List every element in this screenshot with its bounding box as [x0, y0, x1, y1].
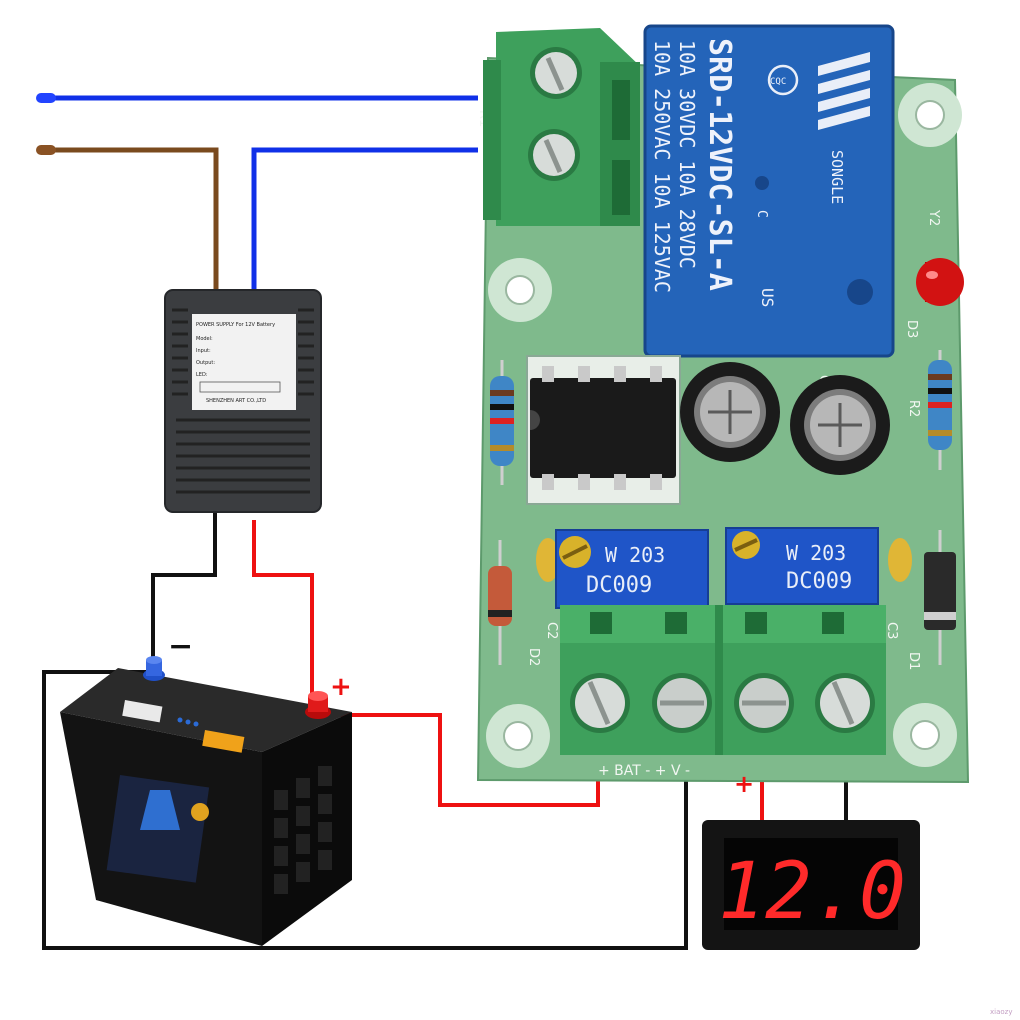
pot-right: W 203 DC009 — [725, 527, 879, 605]
voltmeter: 12.0 — [702, 820, 920, 950]
relay-brand-logo: CQC — [770, 77, 786, 87]
pot-left: W 203 DC009 — [555, 529, 709, 609]
screw-mains-1 — [530, 47, 582, 99]
wire-adapter-red — [252, 520, 314, 700]
watermark: xiaozy — [990, 1008, 1012, 1016]
relay-text-model: SRD-12VDC-SL-A — [702, 38, 737, 291]
adapter-label-line4: Output: — [196, 360, 215, 366]
pot-left-top: W 203 — [605, 543, 665, 567]
screw-mains-2 — [528, 129, 580, 181]
ceramic-cap-c3 — [888, 538, 912, 582]
pot-left-bottom: DC009 — [586, 573, 652, 598]
silk-c2: C2 — [544, 622, 559, 639]
ceramic-cap-c2 — [536, 538, 560, 582]
diode-d1 — [924, 530, 956, 665]
relay-maker: SONGLE — [828, 150, 846, 204]
wire-blue-adapter-to-relay — [251, 147, 478, 292]
capacitor-1 — [680, 362, 780, 462]
adapter-label-line1: POWER SUPPLY For 12V Battery — [196, 322, 275, 328]
relay-corner-dot — [847, 279, 873, 305]
battery-minus-label: − — [168, 629, 193, 664]
battery-terminal-positive — [305, 691, 331, 719]
silk-y2: Y2 — [926, 209, 941, 226]
wire-black-loop — [42, 670, 688, 950]
silk-d1: D1 — [906, 652, 921, 670]
battery-terminal-negative — [143, 656, 165, 681]
relay-songle-logo — [818, 52, 870, 130]
adapter-vents-right — [298, 308, 314, 396]
wires — [40, 95, 848, 950]
mains-terminal-block — [483, 28, 640, 226]
screw-v-plus — [734, 673, 794, 733]
wire-adapter-black — [151, 512, 217, 665]
adapter-vents-left — [172, 308, 188, 396]
adapter-label-line3: Input: — [196, 348, 211, 354]
ic-pins-bottom — [542, 474, 662, 490]
screw-v-minus — [815, 673, 875, 733]
pot-right-bottom: DC009 — [786, 569, 852, 594]
adapter-label-line5: LED: — [196, 372, 208, 378]
capacitor-2 — [790, 375, 890, 475]
relay-pin-mark: C — [754, 210, 769, 218]
screw-bat-plus — [570, 673, 630, 733]
mounting-hole-br — [893, 703, 957, 767]
relay-dot — [755, 176, 769, 190]
adapter-label-line6: SHENZHEN ART CO.,LTD — [206, 398, 266, 404]
car-battery — [60, 656, 352, 946]
mounting-hole-bl — [486, 704, 550, 768]
power-adapter: POWER SUPPLY For 12V Battery Model: Inpu… — [164, 289, 322, 513]
adapter-label-line2: Model: — [196, 336, 213, 342]
silk-d3: D3 — [904, 320, 919, 338]
wire-end-brown — [36, 145, 56, 155]
adapter-vents-bottom — [176, 418, 310, 494]
ic-chip — [526, 355, 681, 505]
mounting-hole-tr — [898, 83, 962, 147]
screw-bat-minus — [652, 673, 712, 733]
silk-bottom: + BAT - + V - — [598, 763, 690, 779]
resistor-r2 — [928, 350, 952, 470]
silk-r2: R2 — [906, 400, 921, 417]
output-terminal-block — [560, 605, 886, 755]
battery-plus-label: + — [330, 672, 352, 702]
wire-mains-brown — [40, 147, 219, 292]
relay-us: US — [758, 288, 777, 307]
relay-text-line1: 10A 250VAC 10A 125VAC — [650, 40, 674, 293]
diode-d2 — [488, 540, 512, 665]
silk-c3: C3 — [884, 622, 899, 639]
adapter-label — [192, 314, 296, 410]
silkscreen: Y2 D3 R2 C1 C2 C3 D1 D2 R1 + BAT - + V - — [476, 110, 941, 779]
resistor-r1 — [490, 360, 514, 485]
wire-end-blue — [36, 93, 56, 103]
silk-d2: D2 — [526, 648, 541, 666]
voltmeter-reading: 12.0 — [718, 847, 906, 937]
relay-text-line2: 10A 30VDC 10A 28VDC — [675, 40, 699, 269]
pot-right-top: W 203 — [786, 541, 846, 565]
wire-battery-red-to-bat-plus — [330, 713, 600, 807]
ic-pins-top — [542, 366, 662, 382]
mounting-hole-ml — [488, 258, 552, 322]
voltmeter-plus-label: + — [734, 770, 754, 798]
relay-cqc-logo — [767, 64, 799, 96]
led-d3 — [916, 258, 964, 306]
relay: 10A 250VAC 10A 125VAC 10A 30VDC 10A 28VD… — [643, 24, 895, 358]
